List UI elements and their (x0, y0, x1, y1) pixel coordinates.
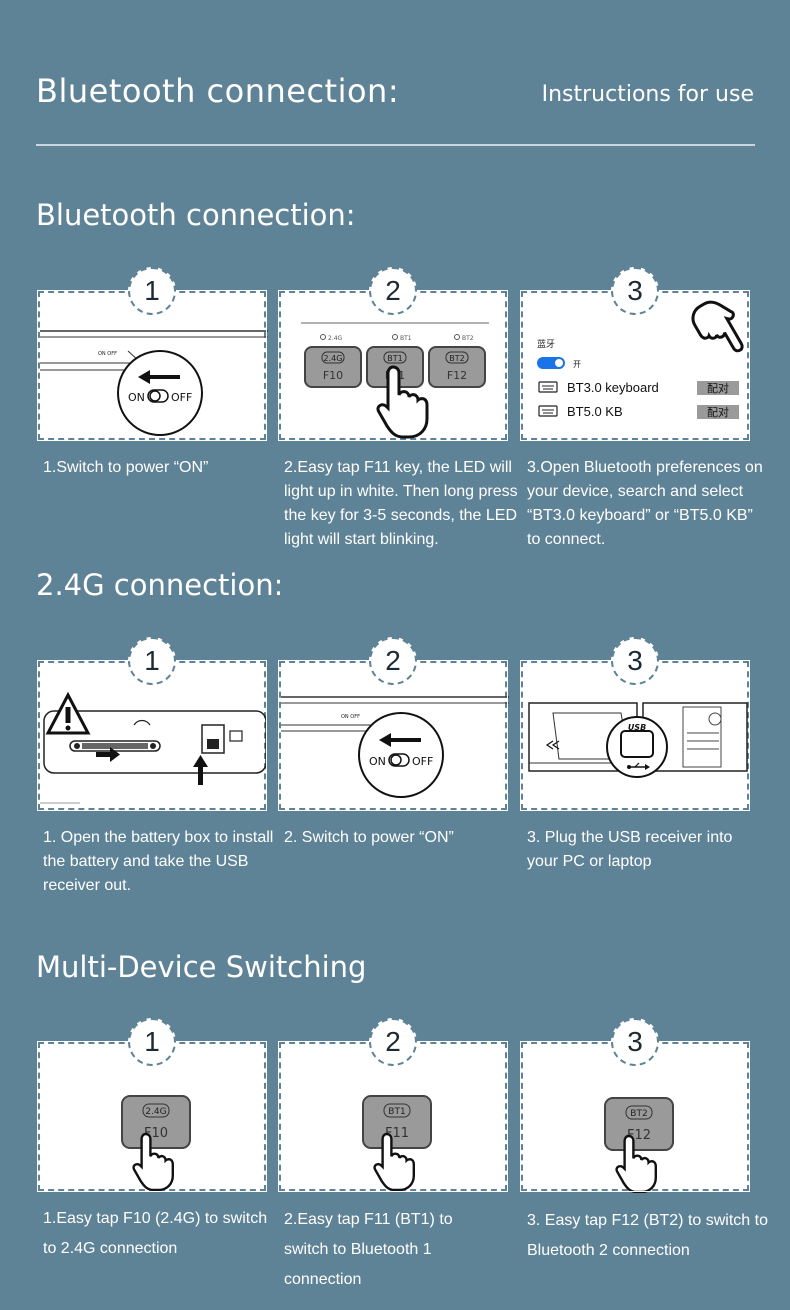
power-switch-illustration: ON OFF ON OFF (281, 696, 509, 798)
f11-key-illustration: BT1 F11 (362, 1095, 432, 1192)
power-switch-illustration: ON OFF ON OFF (40, 330, 268, 436)
pointing-hand-icon (615, 1134, 658, 1193)
g24-step2-caption: 2. Switch to power “ON” (284, 829, 454, 846)
step-number-badge: 1 (128, 267, 176, 315)
bt-device-name: BT5.0 KB (567, 404, 623, 419)
g24-step3-card: 3 USB (520, 637, 750, 811)
step-number-badge: 3 (611, 637, 659, 685)
multi-step1-card: 1 2.4G F10 (37, 1018, 267, 1192)
step-number-badge: 2 (369, 637, 417, 685)
bt-step1-caption: 1.Switch to power “ON” (43, 459, 209, 476)
warning-icon (45, 691, 91, 735)
f-keys-illustration: 2.4G BT1 BT2 2.4G F10 BT1 F11 BT2 F12 (301, 322, 489, 439)
switch-off-label: OFF (412, 755, 433, 768)
g24-step3-caption: 3. Plug the USB receiver into your PC or… (527, 829, 733, 870)
f10-key-illustration: 2.4G F10 (121, 1095, 191, 1192)
usb-label: USB (628, 723, 646, 732)
pair-button: 配对 (707, 405, 729, 419)
step-number-badge: 2 (369, 267, 417, 315)
tiny-switch-label: ON OFF (341, 714, 360, 720)
page-title: Bluetooth connection: (36, 72, 400, 110)
svg-text:2.4G: 2.4G (324, 354, 343, 363)
arrow-up-icon (193, 755, 208, 785)
svg-text:BT2: BT2 (462, 335, 474, 342)
bt-step2-card: 2 2.4G BT1 BT2 2.4G F10 BT1 F11 BT2 F12 (278, 267, 508, 441)
header-divider (36, 144, 755, 146)
svg-text:2.4G: 2.4G (145, 1107, 166, 1117)
svg-text:2.4G: 2.4G (328, 335, 343, 342)
f12-key-illustration: BT2 F12 (604, 1097, 674, 1193)
step-number-badge: 1 (128, 1018, 176, 1066)
section-title-bluetooth: Bluetooth connection: (36, 198, 356, 232)
tiny-switch-label: ON OFF (98, 351, 117, 357)
g24-step2-card: 2 ON OFF ON OFF (278, 637, 509, 811)
pointing-hand-icon (691, 300, 744, 353)
arrow-left-icon (545, 740, 560, 750)
svg-text:BT1: BT1 (387, 354, 402, 363)
svg-text:BT2: BT2 (449, 354, 464, 363)
svg-text:F12: F12 (447, 369, 467, 382)
svg-text:BT1: BT1 (388, 1107, 405, 1117)
switch-on-label: ON (128, 391, 145, 404)
multi-step2-card: 2 BT1 F11 (278, 1018, 508, 1192)
bt-step3-caption: 3.Open Bluetooth preferences on your dev… (527, 459, 763, 548)
arrow-right-icon (96, 747, 120, 762)
pointing-hand-icon (132, 1132, 175, 1192)
multi-step3-caption: 3. Easy tap F12 (BT2) to switch to Bluet… (527, 1212, 768, 1259)
switch-off-label: OFF (171, 391, 192, 404)
section-title-24g: 2.4G connection: (36, 568, 284, 602)
multi-step1-caption: 1.Easy tap F10 (2.4G) to switch to 2.4G … (43, 1210, 268, 1257)
bt-step1-card: 1 ON OFF ON OFF (37, 267, 268, 441)
g24-step1-card: 1 (37, 637, 267, 811)
svg-text:BT2: BT2 (630, 1109, 647, 1119)
keyboard-icon (538, 405, 558, 417)
multi-step2-caption: 2.Easy tap F11 (BT1) to switch to Blueto… (284, 1211, 453, 1288)
pointing-hand-icon (373, 1132, 416, 1192)
bt-step3-card: 3 蓝牙 开 BT3.0 keyboard 配对 BT5.0 KB 配对 (520, 267, 750, 441)
battery-box-illustration (40, 691, 267, 804)
svg-text:开: 开 (573, 360, 581, 369)
step-number-badge: 2 (369, 1018, 417, 1066)
usb-plug-illustration: USB (528, 702, 748, 778)
g24-step1-caption: 1. Open the battery box to install the b… (43, 829, 274, 894)
keyboard-icon (538, 381, 558, 393)
step-number-badge: 1 (128, 637, 176, 685)
pointing-hand-icon (376, 365, 429, 439)
pair-button: 配对 (707, 381, 729, 395)
step-number-badge: 3 (611, 267, 659, 315)
multi-step3-card: 3 BT2 F12 (520, 1018, 750, 1193)
svg-text:F10: F10 (323, 369, 343, 382)
switch-on-label: ON (369, 755, 386, 768)
step-number-badge: 3 (611, 1018, 659, 1066)
svg-text:BT1: BT1 (400, 335, 412, 342)
bluetooth-settings-illustration: 蓝牙 开 BT3.0 keyboard 配对 BT5.0 KB 配对 (537, 300, 744, 419)
bt-settings-heading: 蓝牙 (537, 338, 555, 350)
usb-receiver-icon: USB (620, 723, 654, 770)
section-title-multi-device: Multi-Device Switching (36, 950, 367, 984)
bt-step2-caption: 2.Easy tap F11 key, the LED will light u… (284, 459, 518, 548)
page-subtitle: Instructions for use (541, 82, 754, 107)
bt-device-name: BT3.0 keyboard (567, 380, 659, 395)
